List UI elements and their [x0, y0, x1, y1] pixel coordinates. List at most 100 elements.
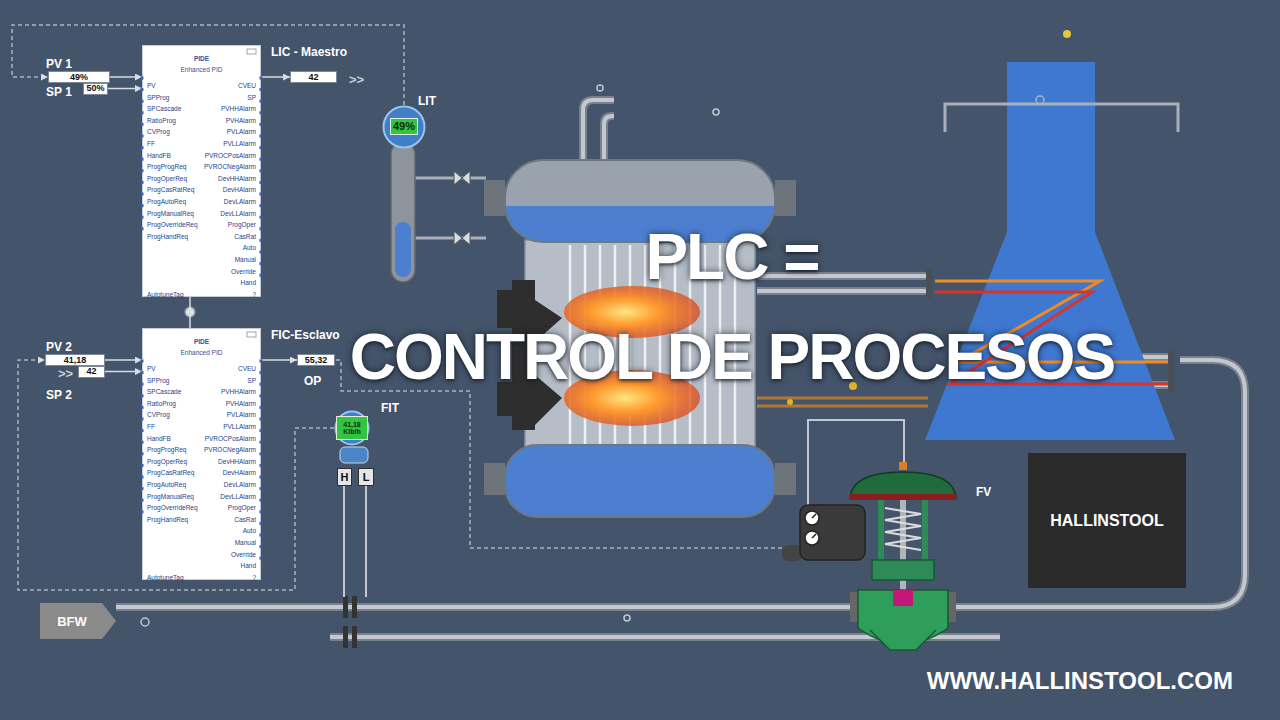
input-pin: [141, 429, 144, 432]
input-pin: [141, 77, 144, 80]
text-slot: HALLINSTOOL: [1028, 453, 1186, 588]
website-url: WWW.HALLINSTOOL.COM: [927, 667, 1233, 695]
positioner-port: [782, 545, 802, 561]
mud-drum: [505, 445, 775, 517]
text-slot: OP: [304, 371, 321, 389]
text-slot: H: [338, 469, 351, 485]
pin-name: SPProg: [147, 377, 169, 385]
value-text: HALLINSTOOL: [1050, 511, 1163, 530]
pin-name: ProgOverrideReq: [147, 221, 198, 229]
pin-name: ProgOperReq: [147, 458, 187, 466]
signal-connector: [105, 371, 142, 373]
input-pin: [141, 146, 144, 149]
value-text: BFW: [57, 614, 87, 629]
continuation-mark: >>: [58, 366, 73, 381]
actuator-diaphragm: [850, 494, 956, 500]
value-text: 42: [86, 366, 96, 377]
heading-text: LIT: [418, 94, 436, 108]
pin-name: ProgProgReq: [147, 446, 186, 454]
text-slot: FIC-Esclavo: [271, 325, 340, 343]
text-slot: 49%: [390, 118, 418, 135]
output-pin: [260, 274, 263, 277]
pin-name: ProgOper: [228, 504, 256, 512]
heading-text: PV 2: [46, 340, 72, 354]
value-text: 49%: [393, 120, 415, 133]
pin-name: Hand: [240, 279, 256, 287]
text-slot: PIDE: [143, 330, 260, 348]
source-arrow: BFW: [40, 603, 116, 639]
stack-port: [1036, 96, 1044, 104]
text-slot: SP 2: [46, 385, 72, 403]
output-pin: [260, 499, 263, 502]
text-slot: 41,18 Klb/h: [336, 416, 368, 440]
pin-name: PVHHAlarm: [221, 105, 256, 113]
input-pin: [141, 216, 144, 219]
input-pin: [141, 418, 144, 421]
valve-yoke: [878, 500, 884, 562]
valve-yoke: [922, 500, 928, 562]
output-pin: [260, 111, 263, 114]
output-pin: [260, 216, 263, 219]
output-pin: [260, 135, 263, 138]
text-slot: PV: [147, 357, 156, 375]
steam-bubble: [713, 109, 719, 115]
input-pin: [141, 204, 144, 207]
pin-name: CVProg: [147, 128, 170, 136]
drum-nozzle: [775, 463, 796, 495]
text-slot: AutotuneTag: [147, 566, 184, 584]
output-pin: [260, 476, 263, 479]
signal-connector: [105, 359, 142, 361]
pin-name: CasRat: [234, 516, 256, 524]
pin-name: SPCascade: [147, 105, 181, 113]
pin-name: PVLAlarm: [227, 128, 256, 136]
value-text: 55,32: [305, 355, 328, 366]
source-arrow-shape: [40, 603, 116, 639]
pin-name: Auto: [243, 527, 256, 535]
valve-positioner: [800, 505, 865, 560]
pin-name: Manual: [235, 539, 256, 547]
input-pin: [141, 193, 144, 196]
input-pin: [141, 100, 144, 103]
pin-name: PVLAlarm: [227, 411, 256, 419]
text-slot: 49%: [49, 72, 109, 82]
input-pin: [141, 464, 144, 467]
pin-name: CVProg: [147, 411, 170, 419]
pin-name: ProgProgReq: [147, 163, 186, 171]
block-header: PIDE: [194, 338, 209, 346]
valve-flange: [948, 592, 956, 622]
pin-name: PVROCPosAlarm: [205, 435, 256, 443]
pin-name: Auto: [243, 244, 256, 252]
gauge-connection: [415, 178, 486, 238]
output-pin: [260, 251, 263, 254]
text-slot: >>: [58, 364, 73, 382]
text-slot: 42: [291, 72, 336, 82]
orifice-flange: [343, 626, 348, 648]
input-pin: [141, 383, 144, 386]
block-header: PIDE: [194, 55, 209, 63]
actuator-nub: [899, 462, 907, 470]
stack-bracket: [945, 104, 1178, 132]
pin-name: ProgAutoReq: [147, 198, 186, 206]
pin-name: ProgCasRatReq: [147, 186, 194, 194]
pipe-flange: [926, 268, 932, 298]
pin-name: ProgCasRatReq: [147, 469, 194, 477]
steam-bubble: [597, 85, 603, 91]
valve-spring: [885, 508, 921, 550]
text-slot: 55,32: [298, 355, 334, 365]
pin-name: ProgAutoReq: [147, 481, 186, 489]
gauge-water: [395, 222, 411, 277]
input-pin: [141, 441, 144, 444]
text-slot: PLC = CONTROL DE PROCESOS: [347, 207, 1117, 407]
pin-name: Manual: [235, 256, 256, 264]
indicator-dot: [787, 399, 793, 405]
pin-name: SP: [247, 377, 256, 385]
indicator-dot: [1063, 30, 1071, 38]
text-slot: AutotuneTag: [147, 283, 184, 301]
block-icon: [247, 49, 256, 54]
valve-bonnet: [872, 560, 934, 580]
pin-name: ProgOper: [228, 221, 256, 229]
output-pin: [260, 534, 263, 537]
pin-name: RatioProg: [147, 400, 176, 408]
drum-steam-space: [505, 160, 775, 206]
output-pin: [260, 545, 263, 548]
